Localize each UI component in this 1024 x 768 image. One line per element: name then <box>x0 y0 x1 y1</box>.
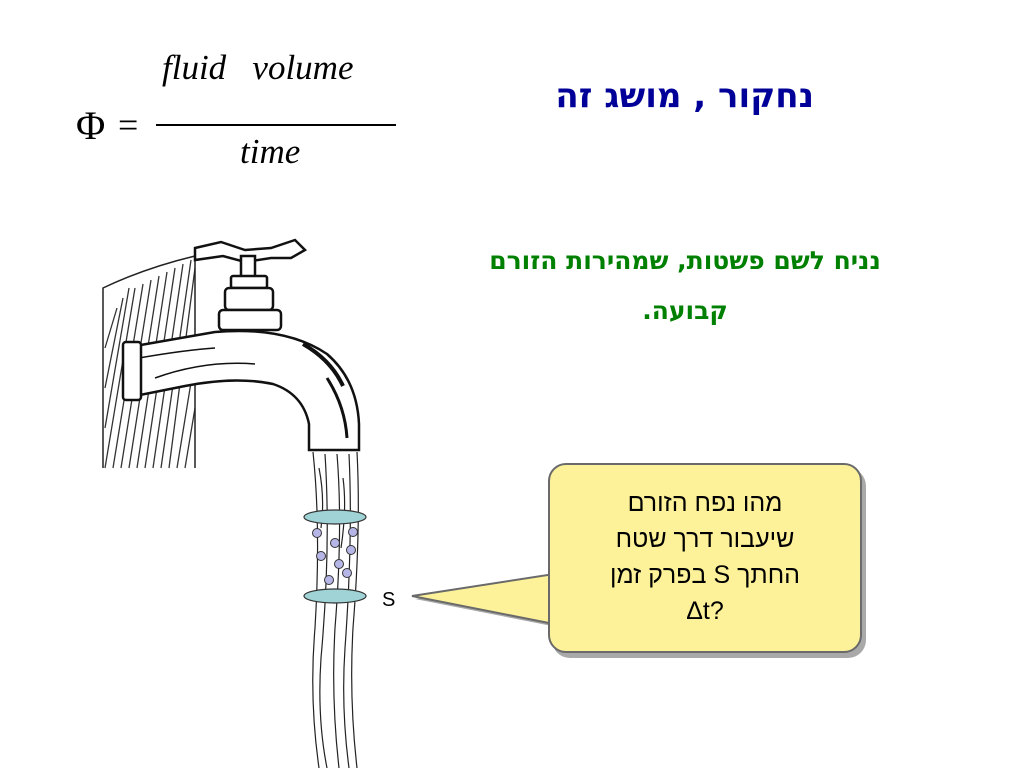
flux-formula: Φ = fluid volume time <box>70 40 410 190</box>
slide-title: נחקור , מושג זה <box>555 76 814 116</box>
callout-line-4: ?Δt <box>686 597 724 625</box>
note-line-2: קבועה. <box>642 296 728 325</box>
faucet-illustration <box>102 238 367 768</box>
phi-symbol: Φ <box>76 103 106 148</box>
callout-line-2: שיעבור דרך שטח <box>615 525 795 553</box>
faucet-body <box>121 238 361 452</box>
top-disc <box>303 509 367 525</box>
callout-line-3: החתך S בפרק זמן <box>609 561 800 589</box>
fluid-particles <box>312 527 358 585</box>
assumption-note: נניח לשם פשטות, שמהירות הזורם קבועה. <box>410 236 960 336</box>
equals-sign: = <box>118 105 139 145</box>
water-stream <box>312 451 359 768</box>
surface-s-disc <box>303 588 367 604</box>
question-callout: מהו נפח הזורם שיעבור דרך שטח החתך S בפרק… <box>548 463 862 653</box>
callout-pointer <box>411 572 557 627</box>
formula-denominator: time <box>240 132 301 171</box>
note-line-1: נניח לשם פשטות, שמהירות הזורם <box>489 246 881 275</box>
callout-line-1: מהו נפח הזורם <box>627 489 783 517</box>
formula-numerator: fluid volume <box>162 48 354 87</box>
fraction-bar <box>156 124 396 126</box>
surface-s-label: S <box>382 589 396 611</box>
flow-section <box>303 509 367 604</box>
